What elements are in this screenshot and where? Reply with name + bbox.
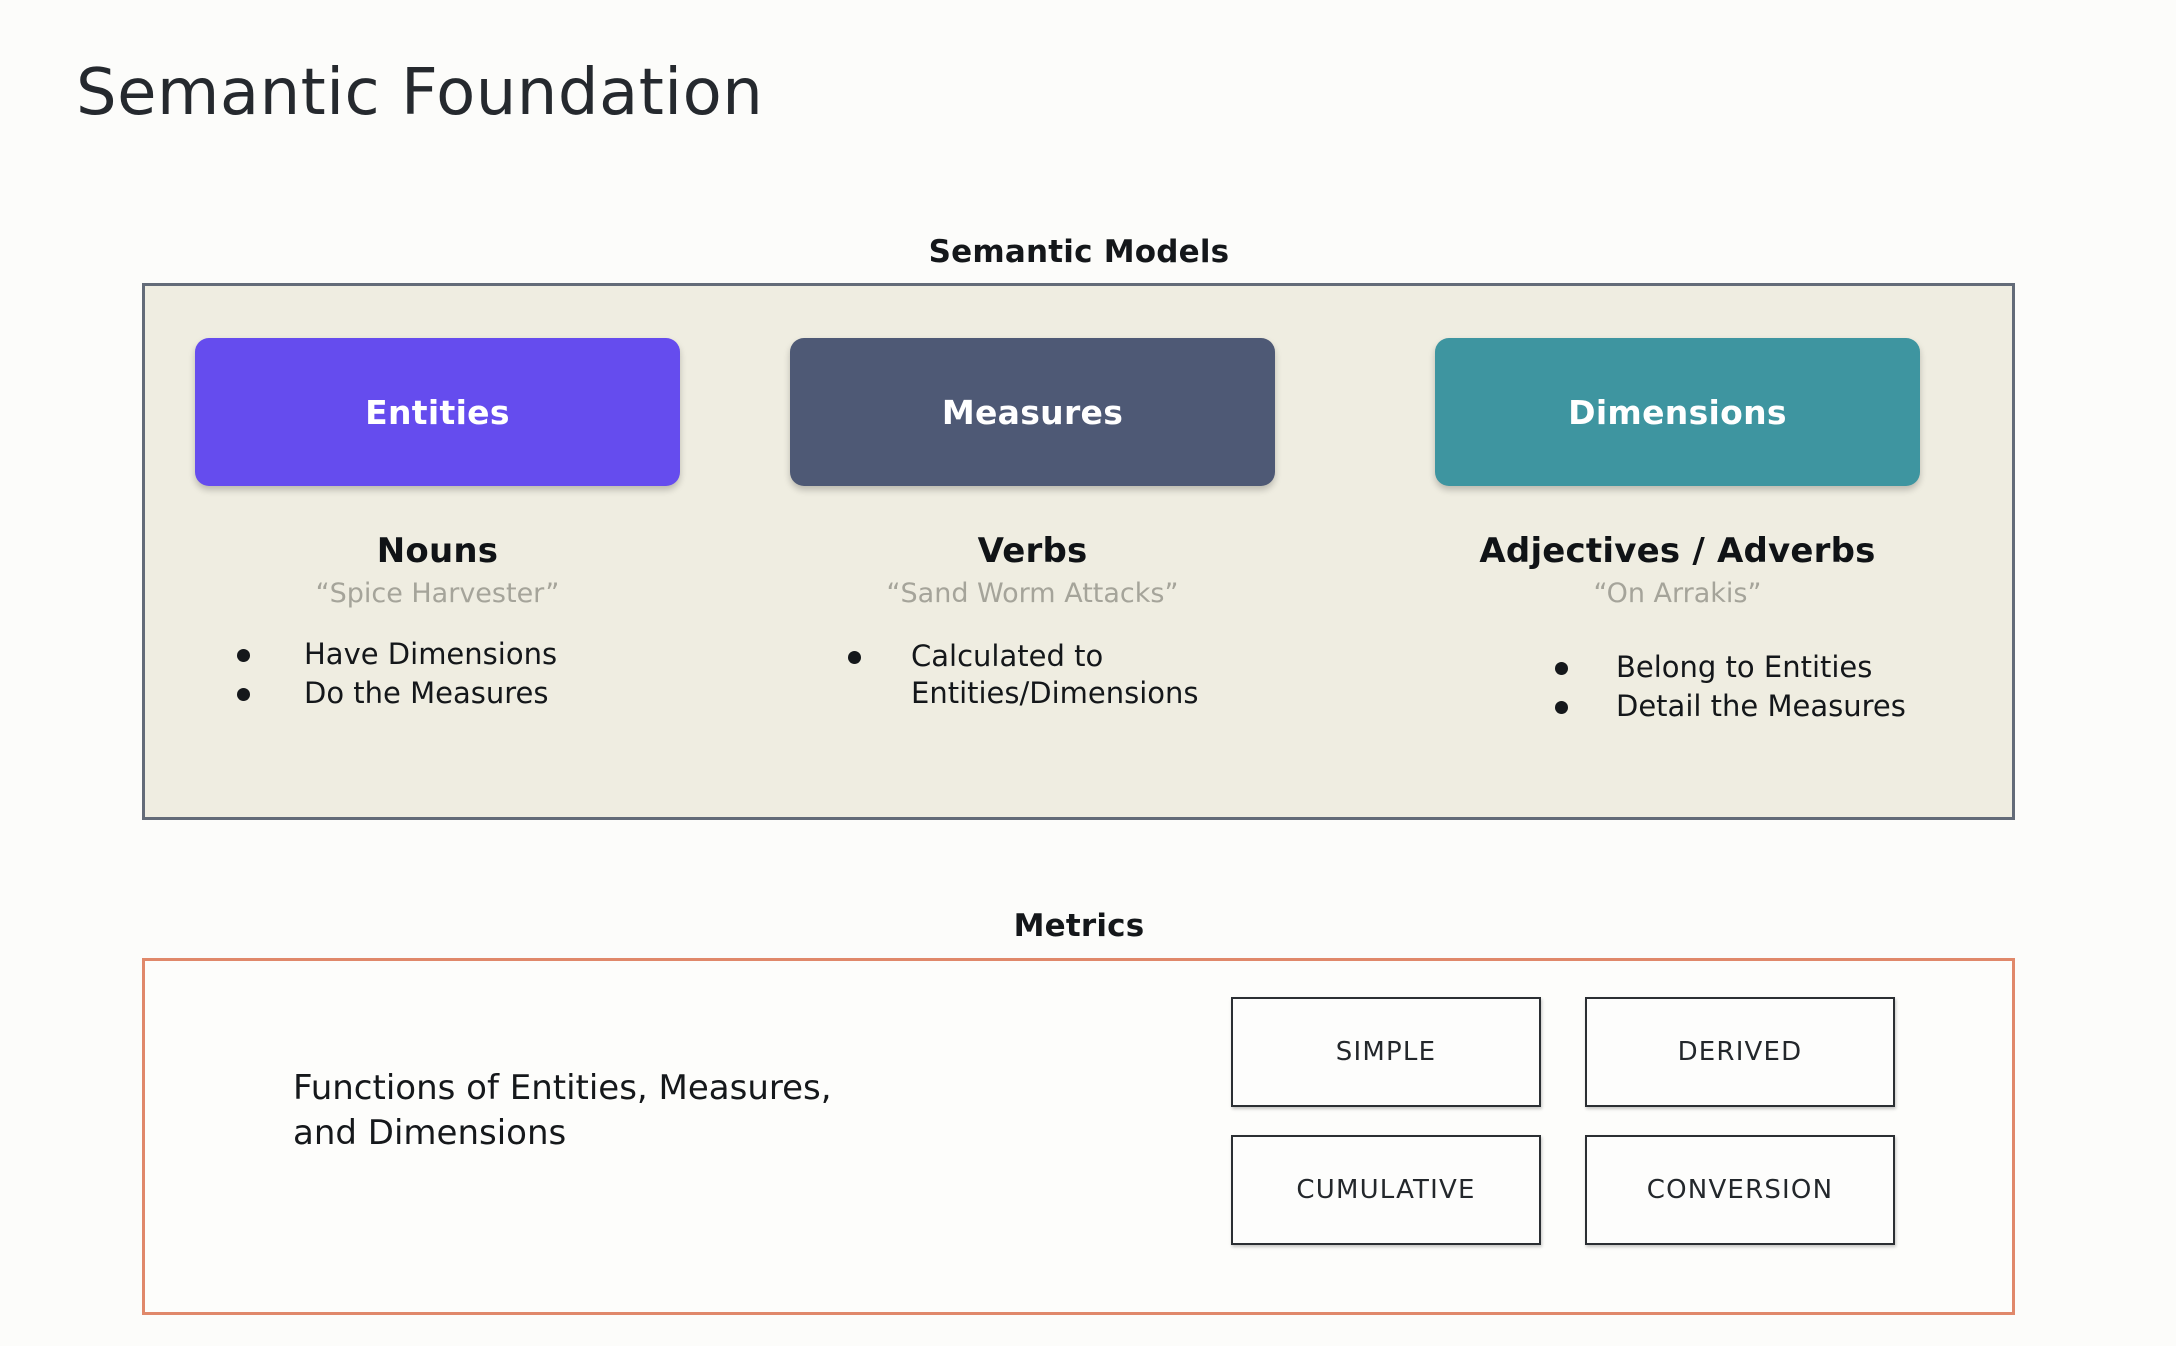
concept-box-measures-label: Measures (941, 392, 1124, 432)
bullet-text: Belong to Entities (1616, 650, 1873, 684)
bullet-dot-icon (1555, 662, 1568, 675)
bullet-dot-icon (237, 688, 250, 702)
list-item: Calculated to Entities/Dimensions (848, 638, 1199, 712)
column-example-verbs: “Sand Worm Attacks” (886, 578, 1179, 609)
metrics-description: Functions of Entities, Measures, and Dim… (293, 1068, 832, 1153)
concept-box-dimensions[interactable]: Dimensions (1435, 338, 1920, 486)
concept-box-measures[interactable]: Measures (790, 338, 1275, 486)
metric-box-cumulative[interactable]: CUMULATIVE (1231, 1135, 1541, 1245)
bullet-list-dimensions: Belong to Entities Detail the Measures (1555, 649, 1906, 727)
list-item: Have Dimensions (237, 636, 557, 673)
semantic-column-dimensions: Dimensions Adjectives / Adverbs “On Arra… (1435, 286, 1935, 817)
column-heading-nouns: Nouns (376, 531, 499, 571)
column-example-nouns: “Spice Harvester” (315, 578, 560, 609)
semantic-models-header: Semantic Models (928, 234, 1230, 270)
list-item: Detail the Measures (1555, 688, 1906, 725)
metrics-panel: Functions of Entities, Measures, and Dim… (142, 958, 2015, 1315)
bullet-dot-icon (848, 651, 861, 664)
column-heading-adjectives-adverbs: Adjectives / Adverbs (1479, 531, 1876, 571)
bullet-text: Do the Measures (304, 676, 549, 711)
bullet-text: Have Dimensions (304, 637, 558, 671)
metrics-header: Metrics (1013, 908, 1145, 944)
semantic-models-columns: Entities Nouns “Spice Harvester” Have Di… (145, 286, 2012, 817)
bullet-dot-icon (1555, 701, 1568, 715)
concept-box-entities[interactable]: Entities (195, 338, 680, 486)
metrics-type-grid: SIMPLE DERIVED CUMULATIVE CONVERSION (1231, 997, 1895, 1245)
concept-box-dimensions-label: Dimensions (1568, 392, 1787, 432)
column-example-adjectives-adverbs: “On Arrakis” (1593, 578, 1762, 609)
bullet-text: Calculated to Entities/Dimensions (911, 639, 1199, 711)
bullet-dot-icon (237, 649, 250, 662)
list-item: Belong to Entities (1555, 649, 1906, 686)
page-title: Semantic Foundation (76, 56, 764, 130)
list-item: Do the Measures (237, 675, 557, 712)
metric-box-derived[interactable]: DERIVED (1585, 997, 1895, 1107)
semantic-column-measures: Measures Verbs “Sand Worm Attacks” Calcu… (790, 286, 1290, 817)
semantic-column-entities: Entities Nouns “Spice Harvester” Have Di… (195, 286, 695, 817)
semantic-models-panel: Entities Nouns “Spice Harvester” Have Di… (142, 283, 2015, 820)
bullet-list-measures: Calculated to Entities/Dimensions (848, 638, 1199, 714)
bullet-list-entities: Have Dimensions Do the Measures (237, 636, 557, 714)
metric-box-simple[interactable]: SIMPLE (1231, 997, 1541, 1107)
metric-box-conversion[interactable]: CONVERSION (1585, 1135, 1895, 1245)
concept-box-entities-label: Entities (365, 392, 510, 432)
column-heading-verbs: Verbs (977, 531, 1088, 571)
bullet-text: Detail the Measures (1616, 689, 1906, 724)
